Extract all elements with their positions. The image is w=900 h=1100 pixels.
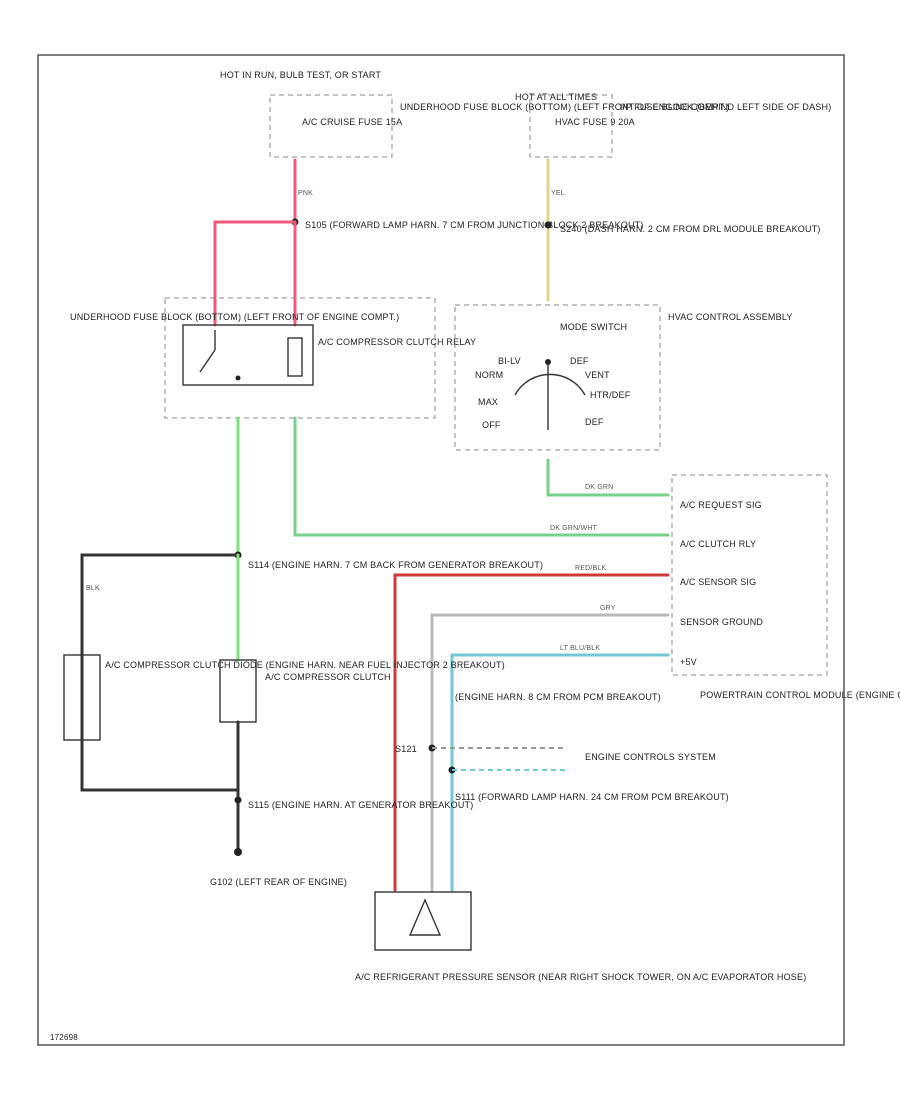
ip-fuse-loc: I/P FUSE BLOCK (BEHIND LEFT SIDE OF DASH… [620, 102, 831, 112]
relay: UNDERHOOD FUSE BLOCK (BOTTOM) (LEFT FRON… [70, 297, 476, 419]
splice-s105-label: S105 (FORWARD LAMP HARN. 7 CM FROM JUNCT… [305, 220, 644, 230]
splice-s240-dot [544, 221, 552, 229]
wire-label-dkgrnwht: DK GRN/WHT [550, 525, 598, 532]
splice-s111-label: S111 (FORWARD LAMP HARN. 24 CM FROM PCM … [455, 792, 729, 802]
pcm: A/C REQUEST SIG A/C CLUTCH RLY A/C SENSO… [671, 474, 900, 700]
relay-coil [287, 337, 303, 377]
wire-label-redblk: RED/BLK [575, 565, 606, 572]
underhood-fuse-top: HOT IN RUN, BULB TEST, OR START A/C CRUI… [220, 70, 729, 158]
splice-s115-dot [234, 796, 242, 804]
wire-label-blk: BLK [86, 585, 100, 592]
ip-fuse-label: HVAC FUSE 9 20A [555, 117, 635, 127]
relay-fuse-block-loc: UNDERHOOD FUSE BLOCK (BOTTOM) (LEFT FRON… [70, 312, 399, 322]
pressure-sensor-body [374, 891, 472, 951]
diode-label: A/C COMPRESSOR CLUTCH DIODE (ENGINE HARN… [105, 660, 505, 670]
splice-s121-label: S121 [395, 744, 417, 754]
wire-label-dkgrn: DK GRN [585, 484, 613, 491]
wire-ltblu-pcm-to-sensor [450, 653, 670, 892]
pcm-pin-5v: +5V [680, 657, 697, 667]
fuse-hot-label: HOT IN RUN, BULB TEST, OR START [220, 70, 381, 80]
hvac-control-label: HVAC CONTROL ASSEMBLY [668, 312, 793, 322]
wire-pink-s105-left [213, 220, 297, 327]
switch-pos-max: MAX [478, 397, 498, 407]
pcm-pin-ac-request: A/C REQUEST SIG [680, 500, 762, 510]
switch-pos-norm: NORM [475, 370, 503, 380]
wire-dkgrnwht-relay-to-pcm [293, 416, 670, 537]
switch-pos-bilv: BI-LV [498, 356, 521, 366]
ground-g102-dot [234, 848, 242, 856]
wire-blk-diode-loop [80, 553, 240, 792]
relay-body [182, 324, 314, 386]
switch-pos-htrdef: HTR/DEF [590, 390, 631, 400]
pcm-pin-ac-sensor-sig: A/C SENSOR SIG [680, 577, 756, 587]
hot-at-all-times: HOT AT ALL TIMES [515, 92, 597, 102]
pcm-pin-ac-clutch-rly: A/C CLUTCH RLY [680, 539, 756, 549]
mode-switch-arc [514, 373, 586, 396]
ground-g102-label: G102 (LEFT REAR OF ENGINE) [210, 877, 347, 887]
splice-s121-loc: (ENGINE HARN. 8 CM FROM PCM BREAKOUT) [455, 692, 661, 702]
splice-s115-label: S115 (ENGINE HARN. AT GENERATOR BREAKOUT… [248, 800, 473, 810]
hvac-control: MODE SWITCH HVAC CONTROL ASSEMBLY BI-LV … [454, 304, 793, 451]
relay-label: A/C COMPRESSOR CLUTCH RELAY [318, 337, 476, 347]
diode-body [63, 654, 101, 741]
ip-fuse: HOT AT ALL TIMES HVAC FUSE 9 20A I/P FUS… [515, 92, 831, 158]
pcm-label: POWERTRAIN CONTROL MODULE (ENGINE COMPT.… [700, 690, 900, 700]
wire-label-gry: GRY [600, 605, 616, 612]
splice-s114-label: S114 (ENGINE HARN. 7 CM BACK FROM GENERA… [248, 560, 543, 570]
wire-dkgrn-switch-to-pcm [546, 458, 670, 497]
underhood-fuse-top-label: A/C CRUISE FUSE 15A [302, 117, 402, 127]
diagram-frame [37, 54, 845, 1046]
mode-switch-label: MODE SWITCH [560, 322, 627, 332]
underhood-fuse-top-loc: UNDERHOOD FUSE BLOCK (BOTTOM) (LEFT FRON… [400, 102, 729, 112]
pcm-pin-sensor-ground: SENSOR GROUND [680, 617, 763, 627]
splice-s240-label: S240 (DASH HARN. 2 CM FROM DRL MODULE BR… [560, 224, 821, 234]
pressure-sensor-symbol [408, 898, 442, 936]
wire-label-pnk: PNK [298, 190, 313, 197]
switch-pos-vent: VENT [585, 370, 610, 380]
wire-gry-pcm-to-sensor [430, 613, 670, 892]
switch-pos-def2: DEF [585, 417, 604, 427]
wire-label-ltblu: LT BLU/BLK [560, 645, 600, 652]
pressure-sensor-label: A/C REFRIGERANT PRESSURE SENSOR (NEAR RI… [355, 972, 806, 982]
figure-id: 172698 [50, 1033, 78, 1042]
clutch-label: A/C COMPRESSOR CLUTCH [265, 672, 391, 682]
wire-label-yel: YEL [551, 190, 565, 197]
engine-controls-label: ENGINE CONTROLS SYSTEM [585, 752, 716, 762]
switch-pos-def: DEF [570, 356, 589, 366]
wire-redblk-pcm-to-sensor [393, 573, 670, 892]
switch-pos-off: OFF [482, 420, 501, 430]
